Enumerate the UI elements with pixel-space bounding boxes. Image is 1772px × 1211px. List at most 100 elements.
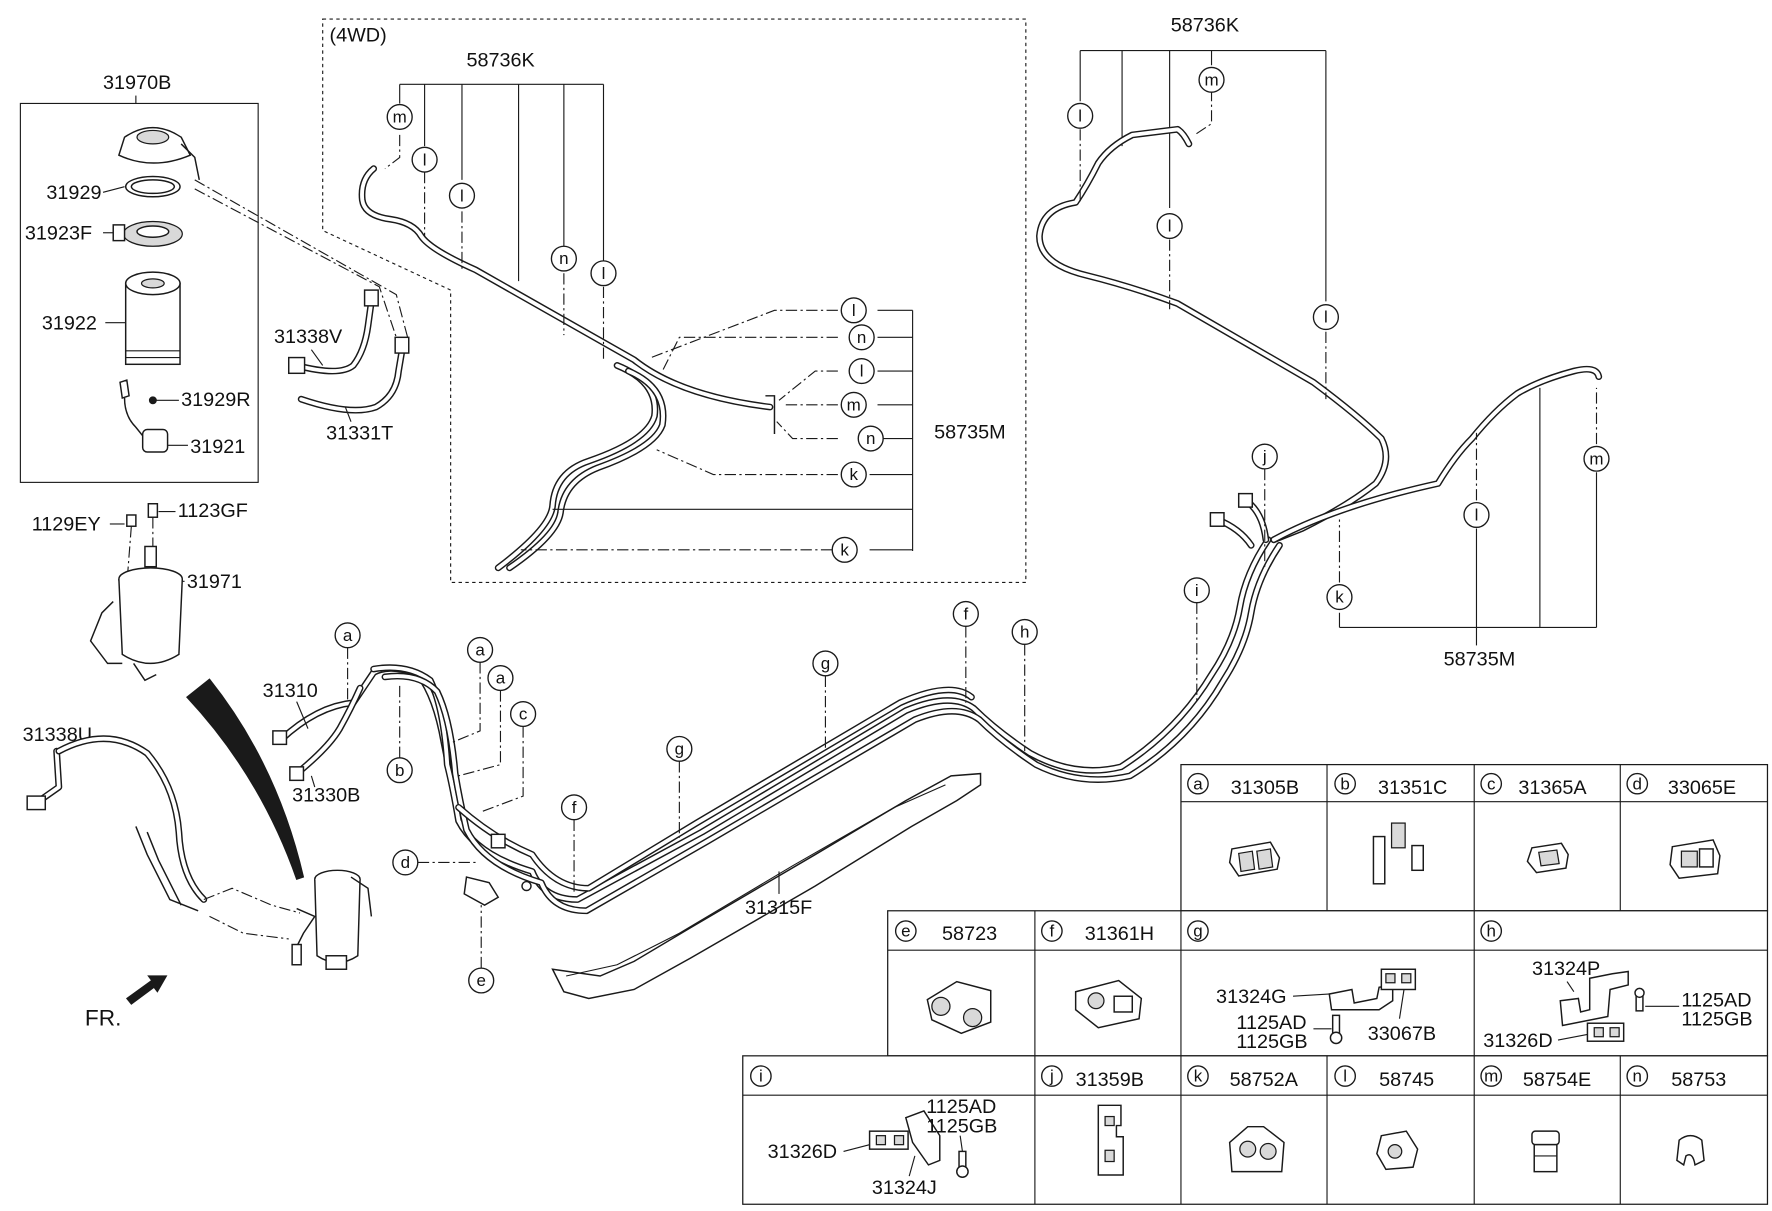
part-label-31970b: 31970B xyxy=(103,72,171,94)
part-label-58735m-right: 58735M xyxy=(1444,649,1516,671)
part-label-1123gf: 1123GF xyxy=(178,500,248,522)
label-text: 33067B xyxy=(1368,1023,1436,1045)
callout-b: b xyxy=(386,685,413,784)
callout-c: c xyxy=(481,700,537,813)
label-text: l xyxy=(460,186,464,205)
callout-m-4wd-2: m xyxy=(840,391,867,418)
callout-l-right-4: l xyxy=(1463,501,1490,529)
callout-n-4wd-1: n xyxy=(550,245,578,272)
frame-bracket-31315f: 31315F xyxy=(551,772,982,1000)
label-text: 58723 xyxy=(942,923,997,945)
callout-f-2: f xyxy=(952,600,979,703)
label-text: 1125AD xyxy=(926,1096,996,1118)
callout-k-4wd-1: k xyxy=(840,461,867,488)
label-text: 1125GB xyxy=(1236,1031,1307,1053)
label-text: n xyxy=(866,429,875,448)
label-text: n xyxy=(857,328,866,347)
callouts: a a a b c d e f f g g h i j k l l l l m … xyxy=(334,66,1610,994)
callout-h: h xyxy=(1011,618,1038,752)
label-text: 31359B xyxy=(1076,1069,1144,1091)
legend-cell-b: b 31351C xyxy=(1334,772,1447,885)
label-text: d xyxy=(401,853,410,872)
part-label-31921: 31921 xyxy=(190,436,245,458)
callout-l-4wd-3: l xyxy=(590,260,617,287)
label-text: m xyxy=(1589,449,1603,468)
callout-m-4wd-1: m xyxy=(386,103,413,130)
part-label-31929: 31929 xyxy=(46,182,101,204)
part-label-1129ey: 1129EY xyxy=(32,514,101,536)
label-text: d xyxy=(1633,774,1642,793)
part-label-31922: 31922 xyxy=(42,313,97,335)
legend-cell-m: m 58754E xyxy=(1480,1065,1591,1173)
label-text: l xyxy=(1343,1067,1347,1086)
filter-bracket-31971: 1129EY 1123GF 31971 xyxy=(32,500,248,682)
label-text: k xyxy=(849,465,858,484)
part-label-58736k-right: 58736K xyxy=(1171,15,1239,37)
right-fuel-line-group: 58736K 58735M xyxy=(1036,15,1603,671)
label-text: 31324J xyxy=(872,1177,937,1199)
label-text: a xyxy=(1193,774,1203,793)
label-text: 58754E xyxy=(1523,1069,1591,1091)
label-text: l xyxy=(1324,308,1328,327)
label-text: 1125GB xyxy=(926,1115,997,1137)
label-text: 58752A xyxy=(1230,1069,1299,1091)
label-text: g xyxy=(675,740,684,759)
callout-k-right: k xyxy=(1326,584,1353,611)
label-text: 1125AD xyxy=(1236,1012,1306,1034)
callout-k-4wd-2: k xyxy=(831,536,858,563)
label-text: a xyxy=(343,626,353,645)
label-text: i xyxy=(1195,581,1199,600)
label-text: a xyxy=(475,641,485,660)
label-text: j xyxy=(1262,447,1267,466)
callout-a-1: a xyxy=(334,622,361,703)
callout-d: d xyxy=(392,849,476,876)
front-direction-indicator: FR. xyxy=(85,975,168,1030)
label-text: b xyxy=(395,761,404,780)
label-text: 31361H xyxy=(1085,923,1154,945)
label-text: 31324G xyxy=(1216,986,1286,1008)
label-text: g xyxy=(821,654,830,673)
part-label-58736k-4wd: 58736K xyxy=(466,49,534,71)
label-text: e xyxy=(476,971,485,990)
part-label-31330b: 31330B xyxy=(292,785,360,807)
part-label-31929r: 31929R xyxy=(181,389,250,411)
label-text: 1125AD xyxy=(1681,989,1751,1011)
label-text: k xyxy=(1335,588,1344,607)
label-text: m xyxy=(847,395,861,414)
callout-l-right-3: l xyxy=(1312,304,1340,331)
callout-l-4wd-4: l xyxy=(840,297,867,324)
main-fuel-lines: 31310 31330B xyxy=(263,492,1283,915)
label-text: l xyxy=(1168,217,1172,236)
label-text: m xyxy=(1204,71,1218,90)
part-label-31923f: 31923F xyxy=(25,223,92,245)
label-text: 31326D xyxy=(1483,1030,1552,1052)
callout-i: i xyxy=(1183,577,1210,703)
callout-m-right-1: m xyxy=(1198,66,1225,93)
label-text: m xyxy=(1484,1067,1498,1086)
part-label-31338v: 31338V xyxy=(274,326,343,348)
label-text: l xyxy=(1475,506,1479,525)
label-text: l xyxy=(852,301,856,320)
label-text: b xyxy=(1340,774,1349,793)
label-text: m xyxy=(393,108,407,127)
4wd-label: (4WD) xyxy=(329,25,386,47)
label-text: 31351C xyxy=(1378,777,1447,799)
label-text: a xyxy=(496,669,506,688)
callout-f-1: f xyxy=(560,794,588,894)
callout-e: e xyxy=(468,905,495,994)
label-text: 31305B xyxy=(1231,777,1299,799)
callout-l-4wd-5: l xyxy=(848,358,875,385)
callout-j: j xyxy=(1251,443,1278,568)
label-text: h xyxy=(1020,623,1029,642)
label-text: 33065E xyxy=(1668,777,1736,799)
callout-n-4wd-2: n xyxy=(848,324,875,351)
callout-l-4wd-1: l xyxy=(411,146,438,173)
